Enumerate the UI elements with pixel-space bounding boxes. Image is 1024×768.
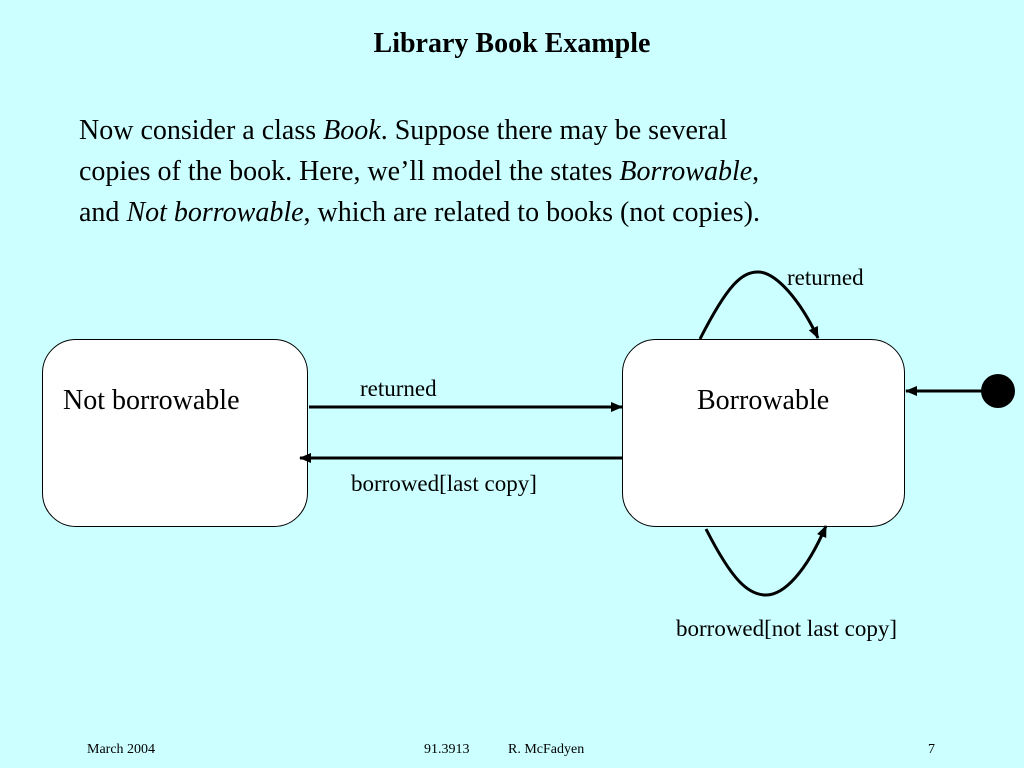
body-text-emphasis: Not borrowable <box>126 197 304 228</box>
footer-course: 91.3913 <box>424 742 470 757</box>
body-text-segment: , <box>752 156 760 187</box>
slide-title: Library Book Example <box>373 28 651 59</box>
transition-label-borrowed-last-copy: borrowed[last copy] <box>351 471 537 496</box>
state-label-not-borrowable: Not borrowable <box>63 385 240 416</box>
transition-arrow-self-borrowed-not-last <box>704 525 828 597</box>
body-text-segment: and <box>79 197 127 228</box>
footer-page-number: 7 <box>928 742 935 757</box>
body-text-segment: , which are related to books (not copies… <box>303 197 760 228</box>
body-paragraph: Now consider a class Book. Suppose there… <box>79 110 959 233</box>
initial-state-dot <box>981 374 1015 408</box>
transition-label-returned: returned <box>360 376 437 401</box>
body-text-segment: Now consider a class <box>79 115 324 146</box>
state-not-borrowable <box>42 339 308 527</box>
footer-date: March 2004 <box>87 742 156 757</box>
body-text-emphasis: Borrowable <box>619 156 753 187</box>
state-label-borrowable: Borrowable <box>697 385 830 416</box>
body-text-segment: . Suppose there may be several <box>380 115 728 146</box>
transition-arrow-self-returned <box>698 270 820 340</box>
body-text-emphasis: Book <box>323 115 381 146</box>
body-text-segment: copies of the book. Here, we’ll model th… <box>79 156 620 187</box>
transition-label-self-returned: returned <box>787 265 864 290</box>
footer-author: R. McFadyen <box>508 742 585 757</box>
state-borrowable <box>622 339 905 527</box>
transition-label-self-borrowed-not-last: borrowed[not last copy] <box>676 616 897 641</box>
